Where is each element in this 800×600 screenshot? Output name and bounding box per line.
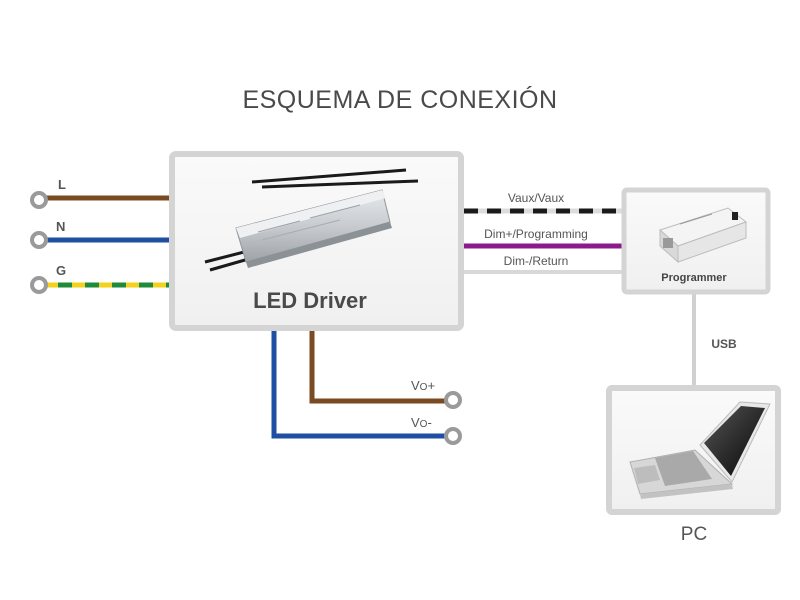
wire-vo-minus: [271, 328, 448, 439]
label-n: N: [56, 219, 65, 234]
led-driver-box: LED Driver: [169, 151, 464, 331]
programmer-box: Programmer: [621, 187, 771, 295]
label-vo-minus: VO-: [411, 415, 432, 430]
label-l: L: [58, 177, 66, 192]
programmer-device-image: [659, 207, 748, 264]
label-dim-minus: Dim-/Return: [504, 254, 569, 268]
wire-vo-plus: [309, 328, 448, 404]
label-vo-plus: VO+: [411, 378, 435, 393]
programmer-label: Programmer: [661, 272, 727, 284]
terminal-l: [30, 191, 48, 209]
pc-label: PC: [681, 524, 707, 545]
terminal-g: [30, 276, 48, 294]
pc-box: [606, 385, 781, 515]
terminal-n: [30, 231, 48, 249]
terminal-vo-plus: [444, 391, 462, 409]
led-driver-device-image: [204, 168, 419, 272]
terminal-vo-minus: [444, 427, 462, 445]
label-g: G: [56, 263, 66, 278]
led-driver-label: LED Driver: [253, 288, 367, 313]
label-vaux: Vaux/Vaux: [508, 191, 564, 205]
label-dim-plus: Dim+/Programming: [484, 227, 588, 241]
label-usb: USB: [711, 337, 737, 351]
diagram-title: ESQUEMA DE CONEXIÓN: [242, 86, 558, 114]
laptop-icon: [629, 401, 771, 499]
